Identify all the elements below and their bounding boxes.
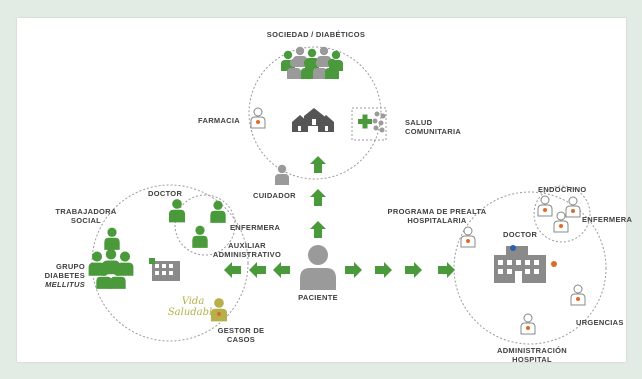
endocrine-doctor-icon [537, 195, 553, 217]
social-worker-icon [104, 227, 120, 250]
community-health-label: SALUD COMUNITARIA [405, 118, 462, 136]
diabetes-group-icon [88, 249, 134, 289]
hospital-icon [494, 245, 557, 283]
admin-assistant-label: AUXILIAR ADMINISTRATIVO [212, 241, 282, 259]
arrow-icon [310, 189, 326, 206]
patient-label: PACIENTE [298, 293, 338, 302]
arrow-icon [224, 262, 241, 278]
endocrine-nurse-icon [565, 196, 581, 218]
patient-icon [300, 245, 336, 290]
arrow-icon [249, 262, 266, 278]
nurse-label: ENFERMERA [230, 223, 281, 232]
community-health-box [351, 107, 387, 141]
doctor-label: DOCTOR [148, 189, 183, 198]
caregiver-icon [275, 164, 289, 185]
houses-icon [292, 108, 334, 132]
emergency-label: URGENCIAS [576, 318, 624, 327]
arrow-icon [310, 221, 326, 238]
arrow-icon [405, 262, 422, 278]
diabetes-group-label-line1: GRUPO DIABETES [44, 262, 85, 280]
case-manager-icon [210, 298, 228, 322]
signature-logo: Vida Saludable [167, 296, 219, 318]
pharmacy-label: FARMACIA [198, 116, 240, 125]
right-group-circle [453, 191, 607, 345]
endocrine-label: ENDOCRINO [538, 185, 587, 194]
admin-assistant-icon [192, 225, 208, 248]
society-crowd-icon [281, 46, 343, 79]
right-doctor-label: DOCTOR [503, 230, 538, 239]
endocrine-circle [533, 185, 591, 243]
hospital-admin-person-icon [520, 313, 536, 335]
building-icon [149, 258, 180, 281]
cross-icon [358, 114, 372, 129]
doctor-icon [168, 199, 186, 223]
community-crowd-icon [372, 111, 386, 133]
emergency-person-icon [570, 284, 586, 306]
society-label: SOCIEDAD / DIABÉTICOS [266, 30, 366, 39]
nurse-icon [210, 200, 226, 223]
diabetes-group-label: GRUPO DIABETES MELLITUS [37, 262, 85, 289]
hospital-admin-label: ADMINISTRACIÓN HOSPITAL [496, 346, 568, 364]
pharmacy-person-icon [250, 107, 266, 129]
right-nurse-label: ENFERMERA [582, 215, 633, 224]
arrow-icon [438, 262, 455, 278]
arrow-icon [375, 262, 392, 278]
prealta-label: PROGRAMA DE PREALTA HOSPITALARIA [387, 207, 487, 225]
arrow-icon [310, 156, 326, 173]
social-worker-label: TRABAJADORA SOCIAL [55, 207, 117, 225]
prealta-person-icon [460, 226, 476, 248]
doctor-nurse-circle [174, 194, 236, 256]
top-group-circle [248, 46, 382, 180]
arrow-icon [345, 262, 362, 278]
case-manager-label: GESTOR DE CASOS [217, 326, 265, 344]
arrow-icon [273, 262, 290, 278]
caregiver-label: CUIDADOR [253, 191, 296, 200]
diabetes-group-label-line2: MELLITUS [45, 280, 85, 289]
